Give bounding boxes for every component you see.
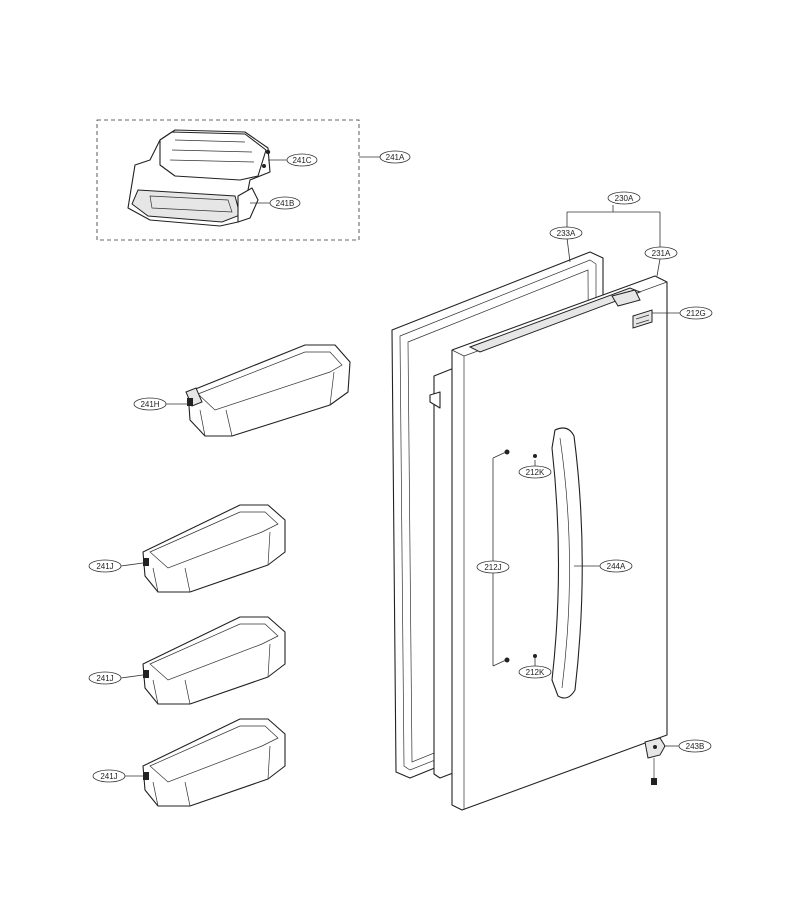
callout-243B[interactable]: 243B: [678, 739, 712, 753]
callout-241C-label: 241C: [292, 156, 311, 165]
callout-212K-1[interactable]: 212K: [518, 465, 552, 479]
callout-212K-2[interactable]: 212K: [518, 665, 552, 679]
callout-241H[interactable]: 241H: [133, 397, 167, 411]
callout-212K-2-label: 212K: [526, 668, 545, 677]
callout-244A[interactable]: 244A: [599, 559, 633, 573]
callout-230A-label: 230A: [615, 194, 634, 203]
callout-241J-1-label: 241J: [96, 562, 113, 571]
handle-studs: [504, 449, 537, 663]
callout-241H-label: 241H: [140, 400, 159, 409]
door-handle: [551, 427, 583, 699]
callout-241J-1[interactable]: 241J: [88, 559, 122, 573]
leader-lines: [120, 156, 680, 777]
callout-230A[interactable]: 230A: [607, 191, 641, 205]
callout-241B-label: 241B: [276, 199, 295, 208]
callout-241J-2-label: 241J: [96, 674, 113, 683]
callout-212K-1-label: 212K: [526, 468, 545, 477]
callout-241J-3-label: 241J: [100, 772, 117, 781]
callout-241A[interactable]: 241A: [379, 150, 411, 164]
callout-233A-label: 233A: [557, 229, 576, 238]
callout-241J-3[interactable]: 241J: [92, 769, 126, 783]
callout-212J-label: 212J: [484, 563, 501, 572]
door-bin-241H: [185, 344, 351, 437]
logo-badge-212G: [632, 309, 653, 329]
callout-241C[interactable]: 241C: [286, 153, 318, 167]
callout-241J-2[interactable]: 241J: [88, 671, 122, 685]
door-bin-241J-1: [142, 504, 286, 593]
callout-231A[interactable]: 231A: [644, 246, 678, 260]
dispenser-group-box: [96, 119, 360, 241]
dispenser-bin: [127, 129, 271, 227]
callout-243B-label: 243B: [686, 742, 705, 751]
callout-231A-label: 231A: [652, 249, 671, 258]
callout-212J[interactable]: 212J: [476, 560, 510, 574]
door-bin-241J-2: [142, 616, 286, 705]
door-hinge: [644, 737, 666, 785]
callout-233A[interactable]: 233A: [549, 226, 583, 240]
door-bin-241J-3: [142, 718, 286, 807]
dispenser-assembly-group: [96, 119, 360, 241]
callout-241B[interactable]: 241B: [269, 196, 301, 210]
callout-244A-label: 244A: [607, 562, 626, 571]
callout-212G-label: 212G: [686, 309, 706, 318]
dispenser-cover: [159, 131, 267, 181]
callout-241A-label: 241A: [386, 153, 405, 162]
callout-212G[interactable]: 212G: [679, 306, 713, 320]
